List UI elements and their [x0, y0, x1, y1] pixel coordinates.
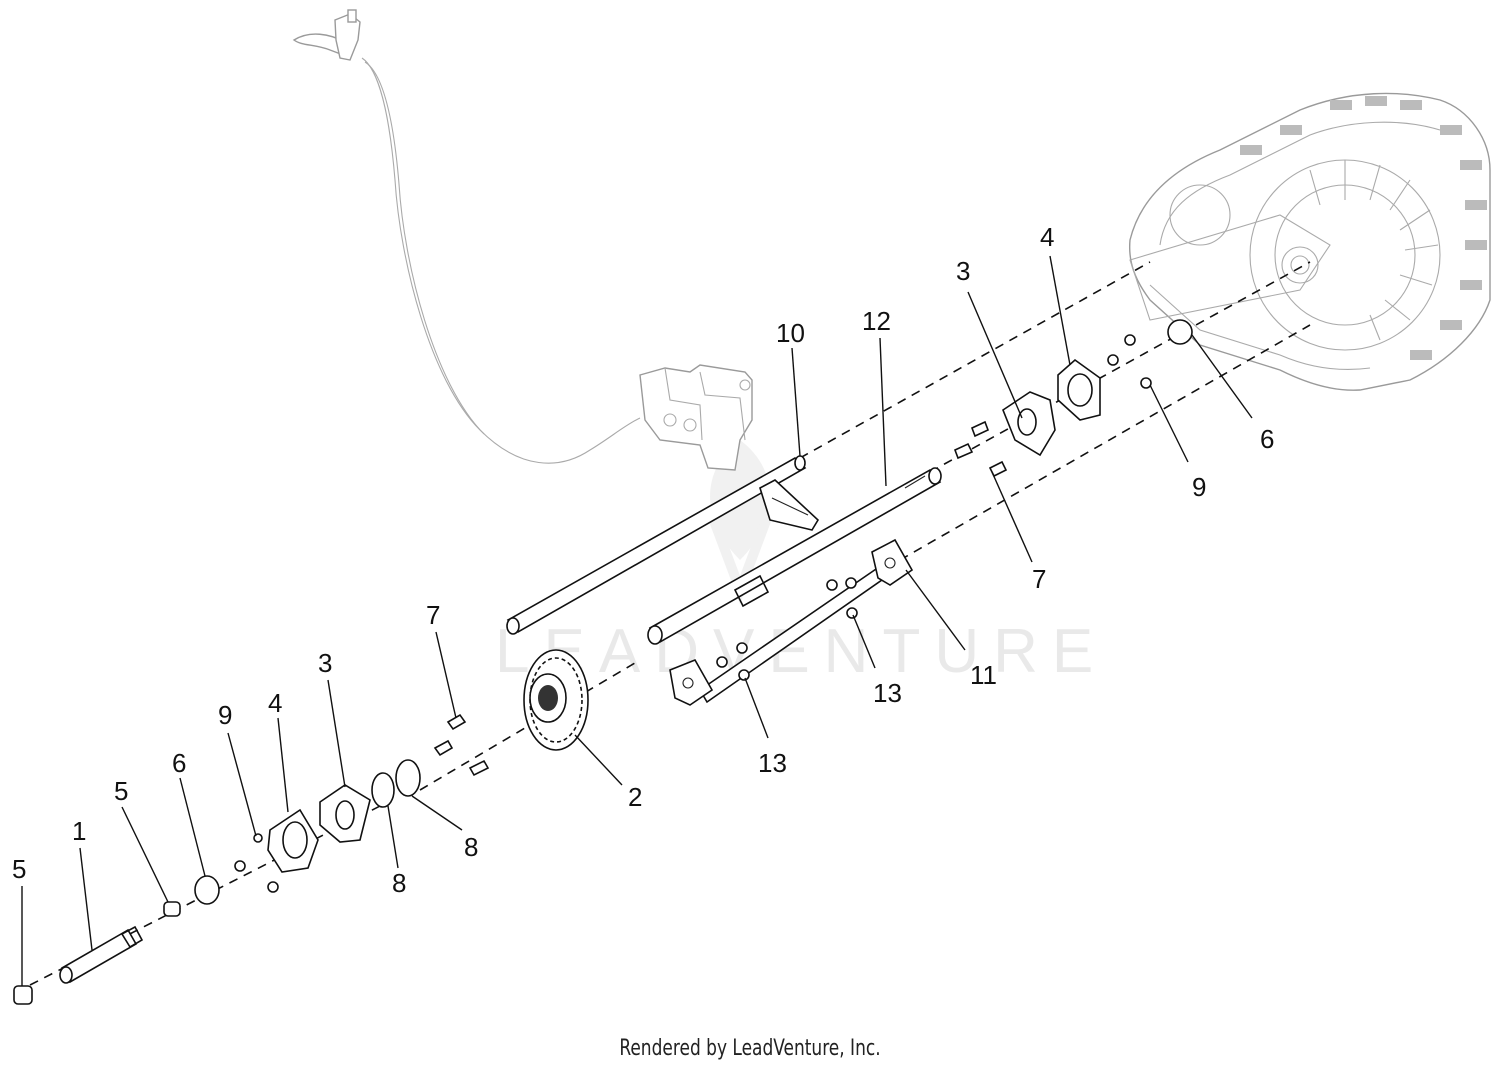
- callout-13: 13: [758, 748, 787, 778]
- callout-10: 10: [776, 318, 805, 348]
- shaft-10: [506, 455, 820, 635]
- shaft-1: [59, 925, 144, 984]
- shaft-11: [669, 538, 914, 706]
- callout-8: 8: [392, 868, 406, 898]
- callout-13: 13: [873, 678, 902, 708]
- shaft-12: [647, 467, 942, 645]
- callout-6: 6: [172, 748, 186, 778]
- left-hardware: [13, 713, 490, 1005]
- callout-5: 5: [114, 776, 128, 806]
- callout-3: 3: [318, 648, 332, 678]
- callout-4: 4: [268, 688, 282, 718]
- watermark: LEADVENTURE: [495, 440, 1093, 686]
- callout-8: 8: [464, 832, 478, 862]
- callout-11: 11: [970, 660, 997, 690]
- control-cable-lever: [292, 9, 641, 464]
- callout-7: 7: [426, 600, 440, 630]
- callout-7: 7: [1032, 564, 1046, 594]
- leader-lines: [21, 255, 1253, 986]
- callout-3: 3: [956, 256, 970, 286]
- callout-12: 12: [862, 306, 891, 336]
- track-drive-wheel: [1128, 92, 1491, 391]
- callouts: 10 12 3 4 6 9 7 11 13 13 7 2 3 9 4 6 5 1…: [12, 222, 1274, 898]
- right-hardware: [716, 319, 1193, 681]
- callout-2: 2: [628, 782, 642, 812]
- callout-1: 1: [72, 816, 86, 846]
- callout-5: 5: [12, 854, 26, 884]
- gear-2: [523, 649, 589, 751]
- footer-credit: Rendered by LeadVenture, Inc.: [619, 1036, 881, 1061]
- callout-9: 9: [218, 700, 232, 730]
- callout-9: 9: [1192, 472, 1206, 502]
- callout-4: 4: [1040, 222, 1054, 252]
- mounting-bracket: [639, 364, 753, 471]
- callout-6: 6: [1260, 424, 1274, 454]
